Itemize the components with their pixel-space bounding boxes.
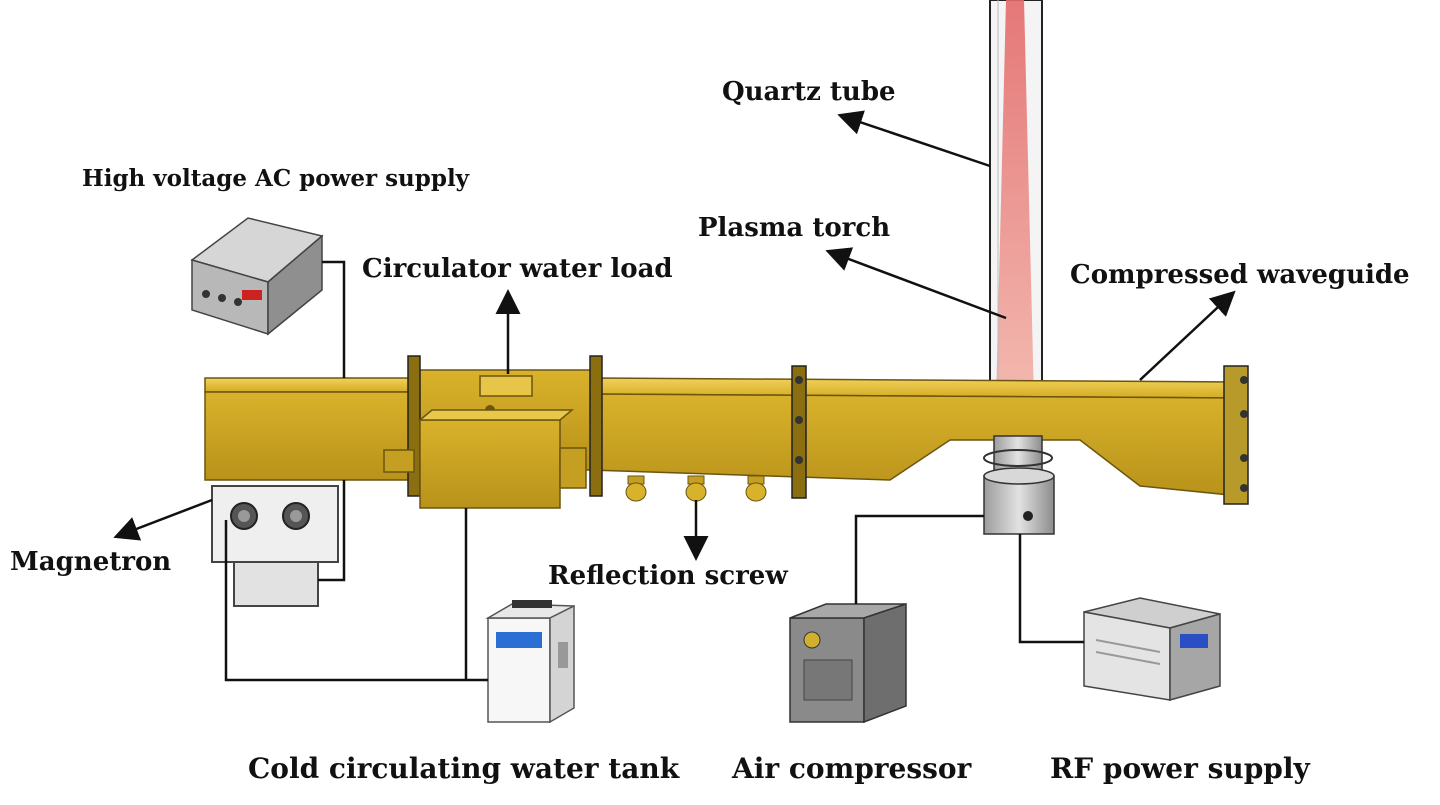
label-rf-power-supply: RF power supply [1050, 752, 1310, 785]
reflection-screws [625, 475, 767, 502]
label-magnetron: Magnetron [10, 547, 171, 577]
reflection-screw [625, 475, 647, 502]
compressed-waveguide-arrow [1139, 290, 1236, 381]
label-circulator-water-load: Circulator water load [362, 254, 673, 284]
high-voltage-ac-power-supply [190, 217, 324, 336]
label-compressed-waveguide: Compressed waveguide [1070, 260, 1410, 290]
label-plasma-torch: Plasma torch [698, 213, 890, 243]
reflection-screw [745, 475, 767, 502]
label-air-compressor: Air compressor [731, 752, 973, 785]
air-compressor [789, 602, 907, 724]
label-high-voltage-ac-power-supply: High voltage AC power supply [82, 165, 470, 192]
label-cold-circulating-water-tank: Cold circulating water tank [248, 752, 680, 785]
cables [224, 260, 1084, 682]
label-reflection-screw: Reflection screw [548, 561, 788, 591]
label-quartz-tube: Quartz tube [722, 77, 896, 107]
magnetron [211, 485, 339, 607]
magnetron-arrow [113, 498, 213, 541]
plasma-torch-base [983, 435, 1055, 535]
reflection-screw [685, 475, 707, 502]
waveguide [204, 365, 1249, 505]
cold-circulating-water-tank [485, 600, 575, 724]
circulator-water-load-box [419, 419, 561, 509]
leader-arrows [113, 110, 1236, 561]
quartz-tube-arrow [837, 110, 991, 168]
plasma-torch-flame [996, 0, 1034, 400]
rf-power-supply [1083, 597, 1221, 701]
circulator [383, 355, 603, 509]
labels: Quartz tube High voltage AC power supply… [10, 77, 1410, 785]
quartz-tube [989, 0, 1043, 401]
plasma-torch-arrow [825, 247, 1007, 320]
